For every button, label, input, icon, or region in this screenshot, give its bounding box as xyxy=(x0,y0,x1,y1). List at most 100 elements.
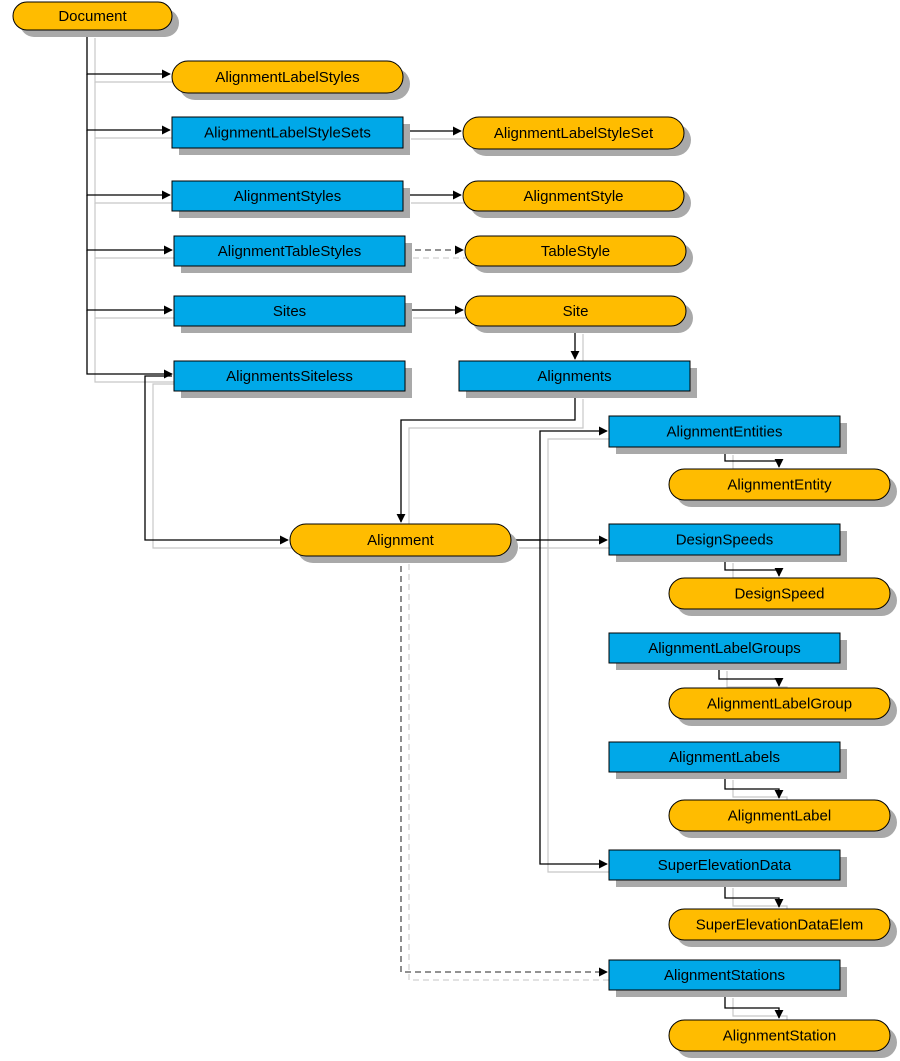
connector-alignment-label-style-sets-to-alignment-label-style-set xyxy=(403,126,469,140)
connector-arrow-line xyxy=(400,556,608,977)
connector-alignment-to-design-speeds xyxy=(511,535,615,549)
node-alignment-label-style-sets[interactable]: AlignmentLabelStyleSets xyxy=(171,116,410,155)
node-alignment-style[interactable]: AlignmentStyle xyxy=(462,180,691,218)
collection-node-shape xyxy=(173,235,406,267)
node-label: SuperElevationDataElem xyxy=(696,917,864,934)
connector-arrow-line xyxy=(86,310,173,379)
node-label: Alignments xyxy=(537,368,611,385)
collection-node-shape xyxy=(458,360,691,392)
node-label: AlignmentLabelStyleSets xyxy=(204,125,371,142)
node-alignment-label-style-set[interactable]: AlignmentLabelStyleSet xyxy=(462,116,691,156)
node-alignment-station[interactable]: AlignmentStation xyxy=(668,1019,897,1058)
connector-document-to-alignment-styles xyxy=(86,130,178,204)
node-sites[interactable]: Sites xyxy=(173,295,412,333)
connector-layer xyxy=(86,30,788,1026)
node-alignment-styles[interactable]: AlignmentStyles xyxy=(171,180,410,218)
connector-document-to-sites xyxy=(86,250,180,319)
connector-arrow-line xyxy=(724,555,784,577)
connector-arrow-line xyxy=(144,375,289,545)
node-label: Alignment xyxy=(367,532,435,549)
collection-node-shape xyxy=(608,849,841,881)
object-node-shape xyxy=(171,60,404,94)
node-label: AlignmentLabelGroups xyxy=(648,640,801,657)
connector-arrow-line xyxy=(718,663,784,687)
connector-alignment-table-styles-to-table-style xyxy=(405,245,471,259)
node-table-style[interactable]: TableStyle xyxy=(464,235,693,273)
connector-shadow-line xyxy=(94,258,180,319)
object-node-shape xyxy=(668,908,891,941)
connector-arrow-line xyxy=(724,772,784,799)
node-alignment-label-styles[interactable]: AlignmentLabelStyles xyxy=(171,60,410,100)
node-label: Document xyxy=(58,8,127,25)
connector-shadow-line xyxy=(94,38,178,83)
node-label: AlignmentEntity xyxy=(727,477,832,494)
object-node-shape xyxy=(289,523,512,557)
collection-node-shape xyxy=(173,360,406,392)
collection-node-shape xyxy=(173,295,406,327)
collection-node-shape xyxy=(171,180,404,212)
connector-sites-to-site xyxy=(405,305,471,319)
connector-alignment-to-alignment-stations xyxy=(400,556,615,981)
object-node-shape xyxy=(668,799,891,832)
node-label: AlignmentStyle xyxy=(523,188,623,205)
node-label: AlignmentLabelGroup xyxy=(707,696,852,713)
node-label: Sites xyxy=(273,303,306,320)
object-node-shape xyxy=(668,1019,891,1052)
node-alignment-label-group[interactable]: AlignmentLabelGroup xyxy=(668,687,897,726)
node-label: AlignmentStyles xyxy=(234,188,342,205)
node-super-elevation-data-elem[interactable]: SuperElevationDataElem xyxy=(668,908,897,947)
node-alignment-entities[interactable]: AlignmentEntities xyxy=(608,415,847,454)
collection-node-shape xyxy=(171,116,404,149)
node-label: AlignmentTableStyles xyxy=(218,243,361,260)
connector-shadow-line xyxy=(408,399,584,530)
node-label: AlignmentLabelStyleSet xyxy=(494,125,654,142)
connector-arrow-line xyxy=(724,990,784,1019)
object-node-shape xyxy=(668,577,891,610)
connector-alignments-siteless-to-alignment xyxy=(144,375,296,549)
connector-alignment-to-super-elevation-data xyxy=(539,540,615,873)
connector-shadow-line xyxy=(408,564,615,981)
node-alignment-labels[interactable]: AlignmentLabels xyxy=(608,741,847,779)
node-alignment-label-groups[interactable]: AlignmentLabelGroups xyxy=(608,632,847,670)
node-label: DesignSpeeds xyxy=(676,532,774,549)
node-label: AlignmentLabelStyles xyxy=(215,69,359,86)
object-node-shape xyxy=(464,235,687,267)
connector-shadow-line xyxy=(94,318,180,383)
object-node-shape xyxy=(668,468,891,501)
node-site[interactable]: Site xyxy=(464,295,693,333)
node-alignments-siteless[interactable]: AlignmentsSiteless xyxy=(173,360,412,398)
node-design-speed[interactable]: DesignSpeed xyxy=(668,577,897,616)
connector-alignment-styles-to-alignment-style xyxy=(403,190,469,204)
connector-arrow-line xyxy=(86,250,173,315)
object-node-shape xyxy=(12,1,173,31)
object-node-shape xyxy=(464,295,687,327)
connector-arrow-line xyxy=(539,540,608,869)
node-label: AlignmentLabels xyxy=(669,749,780,766)
collection-node-shape xyxy=(608,741,841,773)
node-label: SuperElevationData xyxy=(658,857,792,874)
node-alignment-table-styles[interactable]: AlignmentTableStyles xyxy=(173,235,412,273)
node-alignment-stations[interactable]: AlignmentStations xyxy=(608,959,847,997)
node-label: AlignmentStations xyxy=(664,967,785,984)
node-label: Site xyxy=(563,303,589,320)
connector-shadow-line xyxy=(94,138,178,204)
node-label: DesignSpeed xyxy=(734,586,824,603)
node-super-elevation-data[interactable]: SuperElevationData xyxy=(608,849,847,887)
node-label: AlignmentStation xyxy=(723,1028,836,1045)
node-alignment[interactable]: Alignment xyxy=(289,523,518,563)
connector-alignments-to-alignment xyxy=(396,391,584,530)
node-alignment-label[interactable]: AlignmentLabel xyxy=(668,799,897,838)
object-node-shape xyxy=(462,116,685,150)
connector-document-to-alignments-siteless xyxy=(86,310,180,383)
node-design-speeds[interactable]: DesignSpeeds xyxy=(608,523,847,562)
connector-shadow-line xyxy=(152,383,296,549)
connector-document-to-alignment-label-style-sets xyxy=(86,74,178,139)
node-alignments[interactable]: Alignments xyxy=(458,360,697,398)
connector-shadow-line xyxy=(519,438,615,549)
node-label: AlignmentsSiteless xyxy=(226,368,353,385)
node-alignment-entity[interactable]: AlignmentEntity xyxy=(668,468,897,507)
node-document[interactable]: Document xyxy=(12,1,179,37)
collection-node-shape xyxy=(608,632,841,664)
connector-arrow-line xyxy=(724,880,784,908)
